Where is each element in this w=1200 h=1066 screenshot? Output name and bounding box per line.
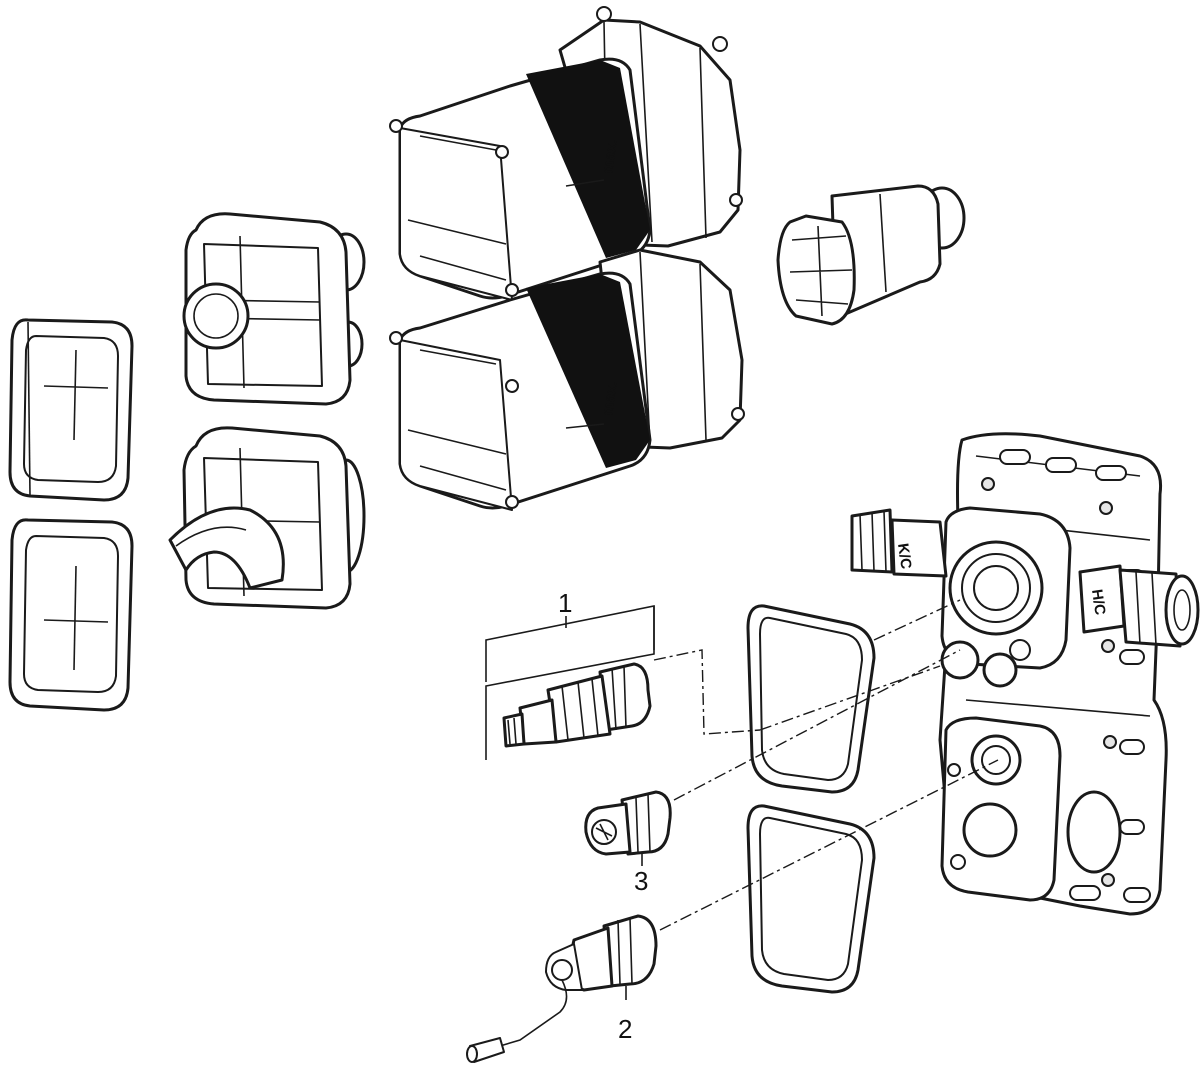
callout-2: 2	[618, 1014, 632, 1044]
mounting-frame-holes	[999, 449, 1151, 903]
extension-sleeve-lower: max.	[389, 248, 745, 511]
hot-inlet-connector: H/C	[1078, 564, 1200, 648]
mounting-studs	[981, 477, 1117, 887]
callout-label-2: 2	[618, 1014, 632, 1044]
gasket-upper	[746, 604, 876, 794]
callout-label-3: 3	[634, 866, 648, 896]
cover-frame-bottom	[8, 518, 134, 712]
callout-label-1: 1	[558, 588, 572, 618]
handle-adapter-bottom	[168, 426, 366, 610]
thermostatic-cartridge	[485, 606, 655, 760]
gasket-lower	[746, 804, 876, 994]
depth-mark-upper: max.	[599, 138, 621, 174]
check-valve	[584, 790, 672, 866]
cold-port-marking: K/C	[894, 542, 914, 570]
depth-mark-lower: max.	[599, 380, 621, 416]
extension-adapter	[776, 184, 966, 326]
extension-sleeve-upper: max.	[389, 6, 743, 301]
assembly-lines	[653, 599, 999, 931]
cover-frame-top	[8, 318, 134, 502]
handle-adapter-top	[182, 212, 366, 406]
hot-port-marking: H/C	[1088, 588, 1108, 616]
callout-3: 3	[634, 866, 648, 896]
callout-1: 1	[485, 588, 655, 682]
valve-body-housing: K/C H/C	[850, 432, 1200, 916]
sensor-cartridge	[466, 914, 658, 1063]
cold-inlet-connector: K/C	[850, 508, 948, 578]
